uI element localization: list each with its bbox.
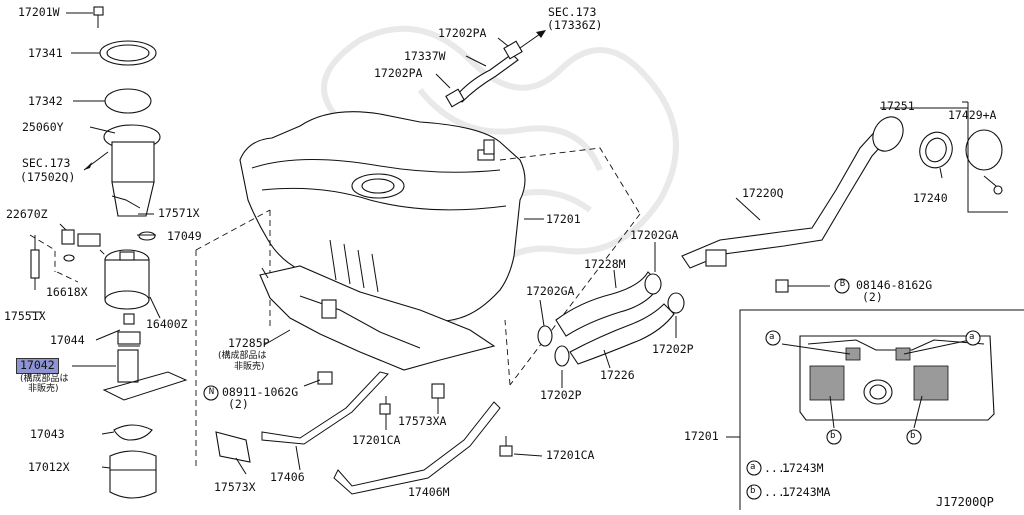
nut-symbol [203, 385, 219, 401]
tank-straps [215, 371, 501, 495]
label-22670z: 22670Z [6, 207, 48, 221]
inset-callout-b-left: b [830, 431, 836, 441]
label-17049: 17049 [167, 229, 202, 243]
label-17285p: 17285P [228, 336, 270, 350]
label-08146: 08146-8162G [856, 278, 933, 292]
label-17551x: 17551X [4, 309, 46, 323]
note-not-sold-a2: 非販売) [28, 384, 59, 394]
label-17202p-left: 17202P [540, 388, 582, 402]
label-17202ga-right: 17202GA [630, 228, 679, 242]
label-17201-inset: 17201 [684, 429, 719, 443]
inset-callout-a-left: a [769, 332, 775, 342]
label-17573x: 17573X [214, 480, 256, 494]
label-sec173-b-ref: (17336Z) [547, 18, 603, 32]
label-16618x: 16618X [46, 285, 88, 299]
label-17341: 17341 [28, 46, 63, 60]
note-not-sold-a1: (構成部品は [20, 374, 69, 384]
label-17406: 17406 [270, 470, 305, 484]
tank-hardware [303, 371, 543, 457]
filler-tube [681, 101, 1008, 269]
legend-a-dots: .... [764, 461, 792, 475]
label-16400z: 16400Z [146, 317, 188, 331]
heat-shield [259, 265, 496, 371]
label-25060y: 25060Y [22, 120, 64, 134]
note-not-sold-b1: (構成部品は [218, 351, 267, 361]
nut-symbol-letter: N [208, 387, 215, 397]
inset-panel [726, 309, 1024, 510]
legend-b-symbol: b [750, 486, 756, 496]
vent-hose [435, 30, 546, 108]
label-17044: 17044 [50, 333, 85, 347]
label-17201ca-mid: 17201CA [352, 433, 401, 447]
note-not-sold-b2: 非販売) [234, 362, 265, 372]
label-17429a: 17429+A [948, 108, 997, 122]
label-17042-highlighted[interactable]: 17042 [16, 358, 59, 374]
legend-a-symbol: a [750, 462, 756, 472]
label-17342: 17342 [28, 94, 63, 108]
label-08146-qty: (2) [862, 290, 883, 304]
label-17202pa-mid: 17202PA [374, 66, 423, 80]
label-17406m: 17406M [408, 485, 450, 499]
label-17043: 17043 [30, 427, 65, 441]
label-17337w: 17337W [404, 49, 446, 63]
label-17240: 17240 [913, 191, 948, 205]
label-17226: 17226 [600, 368, 635, 382]
inset-callout-a-right: a [969, 332, 975, 342]
label-17201ca-right: 17201CA [546, 448, 595, 462]
label-sec173-a: SEC.173 [22, 156, 71, 170]
legend-b-dots: .... [764, 485, 792, 499]
label-17251: 17251 [880, 99, 915, 113]
label-17202pa-top: 17202PA [438, 26, 487, 40]
bolt-symbol [834, 278, 850, 294]
inset-callout-b-right: b [910, 431, 916, 441]
label-17202p-right: 17202P [652, 342, 694, 356]
label-08911-qty: (2) [228, 397, 249, 411]
legend-b-code: 17243MA [782, 485, 831, 499]
label-17012x: 17012X [28, 460, 70, 474]
bolt-08146 [775, 279, 830, 293]
fuel-pump-assembly [29, 6, 188, 499]
label-17201w: 17201W [18, 5, 60, 19]
label-08911: 08911-1062G [222, 385, 299, 399]
label-17220q: 17220Q [742, 186, 784, 200]
label-17201-tank: 17201 [546, 212, 581, 226]
bolt-symbol-letter: B [839, 279, 846, 289]
label-sec173-a-ref: (17502Q) [20, 170, 76, 184]
label-17202ga-left: 17202GA [526, 284, 575, 298]
label-sec173-b: SEC.173 [548, 5, 597, 19]
diagram-code: J17200QP [936, 495, 994, 509]
label-17571x: 17571X [158, 206, 200, 220]
fuel-tank [239, 111, 544, 323]
legend-a-code: 17243M [782, 461, 824, 475]
label-17573xa: 17573XA [398, 414, 447, 428]
label-17228m: 17228M [584, 257, 626, 271]
hoses [537, 242, 685, 388]
